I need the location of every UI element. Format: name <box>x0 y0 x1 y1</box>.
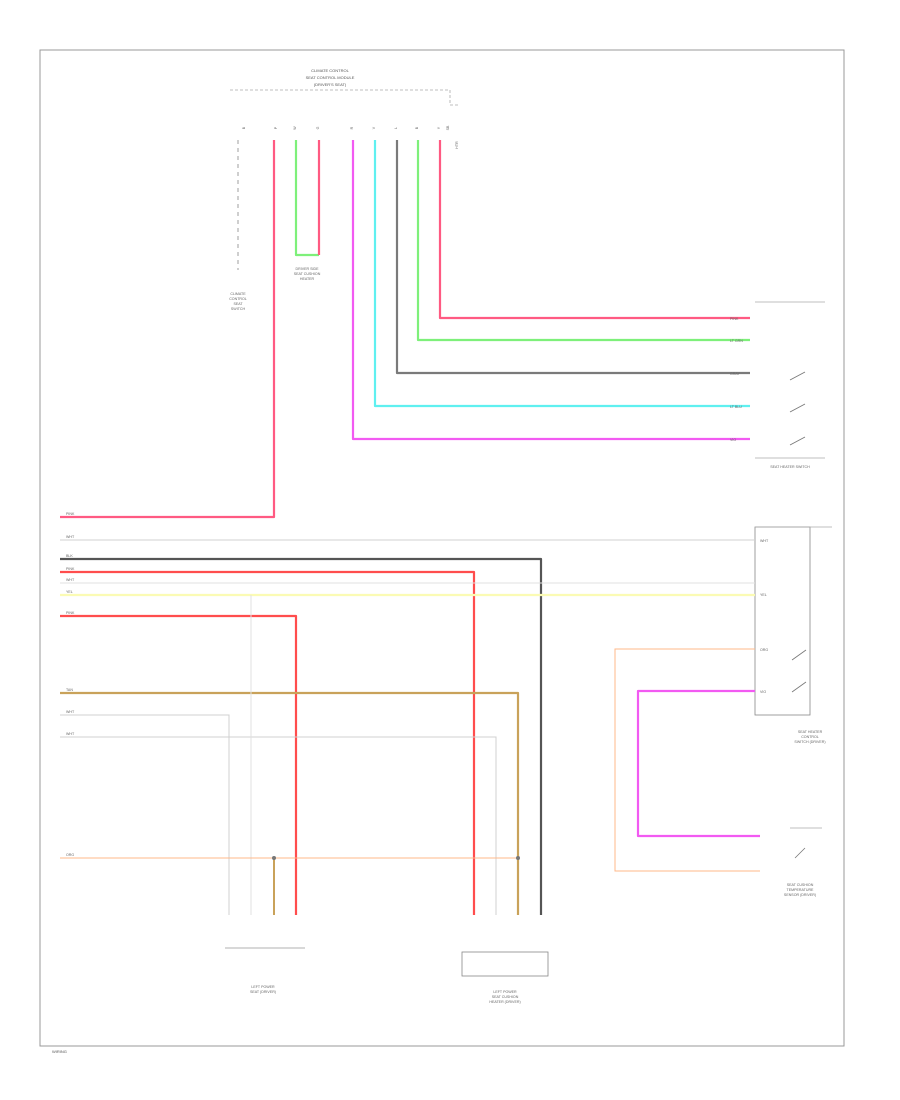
climate-label-2: CONTROL <box>229 297 247 301</box>
bottom-right-connector: LEFT POWER SEAT CUSHION HEATER (DRIVER) <box>461 856 549 1004</box>
control-pin-label-0: WHT <box>760 539 769 543</box>
black-bus-wire <box>60 557 543 915</box>
left-wire-label-4: WHT <box>66 578 75 582</box>
top-connector-title-2: SEAT CONTROL MODULE <box>306 75 355 80</box>
left-wire-label-1: WHT <box>66 535 75 539</box>
climate-label-1: CLIMATE <box>230 292 246 296</box>
top-connector-outline <box>230 89 460 106</box>
control-switch-box <box>754 526 811 716</box>
red-bus-wire <box>60 570 476 915</box>
pink-main-wire <box>60 140 276 519</box>
footer-text: WIRING <box>52 1049 67 1054</box>
control-contact-2 <box>791 681 807 693</box>
control-contact-1 <box>791 649 807 661</box>
seat-heater-switch: PINK LT GRN GRAY LT BLU VIO SEAT HEATER … <box>730 301 825 469</box>
magenta-switch-wire <box>351 140 750 441</box>
pin-label-8: Y <box>437 126 441 129</box>
switch-contact-3 <box>789 436 806 446</box>
pin-label-0: B <box>242 126 246 129</box>
left-wire-label-10: ORG <box>66 853 74 857</box>
sensor-symbol <box>794 847 806 859</box>
tan-bus-wire <box>60 691 520 915</box>
control-pin-label-2: ORG <box>760 648 768 652</box>
control-pin-label-1: YEL <box>760 593 767 597</box>
switch-contact-2 <box>789 403 806 413</box>
left-wire-label-9: WHT <box>66 732 75 736</box>
pin-label-9: SB <box>446 125 450 130</box>
cyan-switch-wire <box>373 140 750 408</box>
sensor-title-3: SENSOR (DRIVER) <box>784 893 816 897</box>
heater-label-2: SEAT CUSHION <box>294 272 321 276</box>
pin-label-10: HTR <box>455 141 459 149</box>
left-wire-label-8: WHT <box>66 710 75 714</box>
switch-pin-label-0: PINK <box>730 317 739 321</box>
pin-label-6: L <box>394 127 398 129</box>
seat-heater-control-switch: WHT YEL ORG VIO SEAT HEATER CONTROL SWIT… <box>754 526 832 744</box>
pin-label-2: W <box>293 126 297 130</box>
heater-label-1: DRIVER SIDE <box>296 267 320 271</box>
top-connector-title-3: (DRIVER'S SEAT) <box>314 82 347 87</box>
heater-label-3: HEATER <box>300 277 315 281</box>
control-title-1: SEAT HEATER <box>798 730 823 734</box>
control-title-3: SWITCH (DRIVER) <box>794 740 825 744</box>
white-heater-wire <box>60 736 497 915</box>
control-pin-label-3: VIO <box>760 690 766 694</box>
temperature-sensor: SEAT CUSHION TEMPERATURE SENSOR (DRIVER) <box>784 827 822 897</box>
green-loop-wire <box>294 140 319 257</box>
left-wire-label-5: YEL <box>66 590 73 594</box>
pin-label-7: B <box>415 126 419 129</box>
white-seat-wire <box>60 714 230 915</box>
green-switch-wire <box>416 140 750 342</box>
pin-label-1: P <box>274 126 278 129</box>
gray-switch-wire <box>395 140 750 375</box>
pin-label-5: V <box>372 126 376 129</box>
climate-label-3: SEAT <box>233 302 243 306</box>
top-connector-title-1: CLIMATE CONTROL <box>311 68 349 73</box>
switch-contact-1 <box>789 371 806 381</box>
switch-pin-label-3: LT BLU <box>730 405 742 409</box>
sensor-title-1: SEAT CUSHION <box>787 883 814 887</box>
pin-label-3: G <box>316 126 320 129</box>
bottom-left-connector: LEFT POWER SEAT (DRIVER) <box>225 856 305 994</box>
bottom-right-title-1: LEFT POWER <box>493 990 517 994</box>
bottom-right-connector-box <box>461 951 549 977</box>
left-wire-label-2: BLK <box>66 554 73 558</box>
left-wire-label-3: PINK <box>66 567 75 571</box>
switch-pin-label-2: GRAY <box>730 372 741 376</box>
splice-dot-1 <box>272 856 276 860</box>
switch-title: SEAT HEATER SWITCH <box>770 465 810 469</box>
switch-pin-label-1: LT GRN <box>730 339 743 343</box>
bottom-left-title-2: SEAT (DRIVER) <box>250 990 276 994</box>
control-title-2: CONTROL <box>801 735 819 739</box>
pin-label-4: R <box>350 126 354 129</box>
sensor-title-2: TEMPERATURE <box>787 888 814 892</box>
pink-switch-wire <box>438 140 750 320</box>
diagram-frame <box>39 49 845 1047</box>
bottom-right-title-2: SEAT CUSHION <box>492 995 519 999</box>
bottom-left-title-1: LEFT POWER <box>251 985 275 989</box>
magenta-control-wire <box>636 689 760 838</box>
bottom-right-title-3: HEATER (DRIVER) <box>489 1000 520 1004</box>
splice-dot-2 <box>516 856 520 860</box>
red-seat-wire <box>60 614 298 915</box>
left-wire-label-0: PINK <box>66 512 75 516</box>
climate-label-4: SWITCH <box>231 307 246 311</box>
switch-pin-label-4: VIO <box>730 438 736 442</box>
orange-control-wire <box>614 648 760 872</box>
top-connector: CLIMATE CONTROL SEAT CONTROL MODULE (DRI… <box>230 68 460 149</box>
left-wire-label-7: TAN <box>66 688 73 692</box>
left-wire-label-6: PINK <box>66 611 75 615</box>
